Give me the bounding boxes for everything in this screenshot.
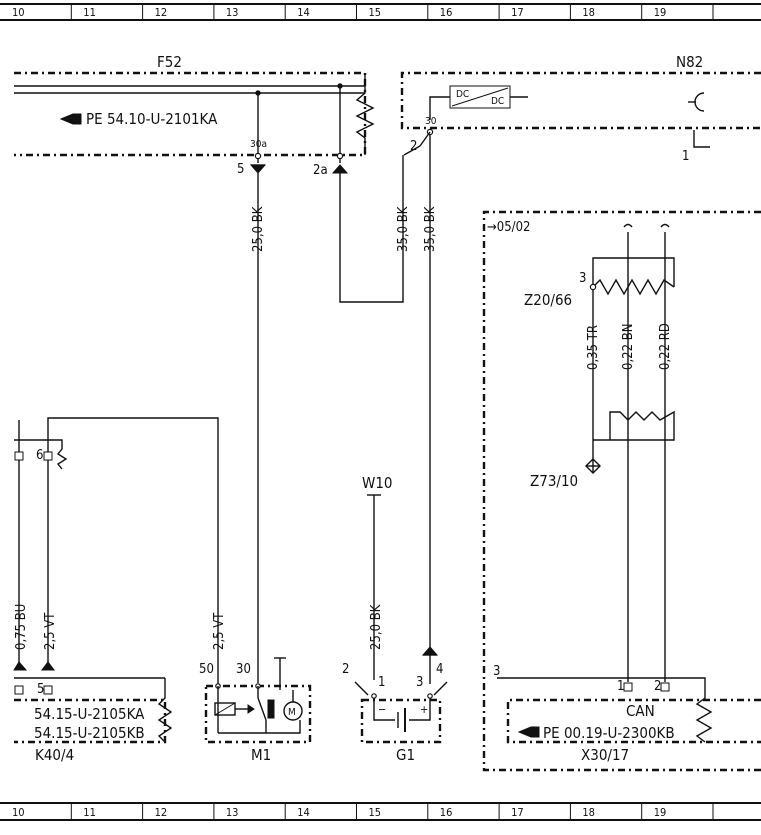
grid-top-column-17: 17 [511, 6, 524, 19]
g1-pin-2: 2 [342, 662, 349, 677]
grid-bottom-column-14: 14 [297, 806, 310, 819]
x30-can-label: CAN [626, 702, 655, 720]
grid-ruler-top: 10 11 12 13 14 15 16 17 18 19 [0, 3, 761, 21]
grid-bottom-column-12: 12 [155, 806, 168, 819]
grid-bottom-column-19: 19 [654, 806, 667, 819]
area-reference: →05/02 [487, 220, 531, 235]
n82-label: N82 [676, 53, 703, 71]
grid-top-column-18: 18 [582, 6, 595, 19]
wire-label-k40-vt: 2,5 VT [43, 612, 58, 650]
g1-battery: 2 1 3 4 − + G1 [342, 662, 448, 764]
grid-top-column-19: 19 [654, 6, 667, 19]
x30-pin-2: 2 [654, 679, 661, 694]
m1-pin-30: 30 [236, 662, 251, 677]
grid-top-column-15: 15 [369, 6, 382, 19]
x30-pin-1: 1 [617, 679, 624, 694]
f52-label: F52 [157, 53, 182, 71]
wire-label-can-bn: 0,22 BN [621, 323, 636, 370]
grid-top-column-11: 11 [83, 6, 96, 19]
k40-pin-5: 5 [37, 682, 44, 697]
g1-pin-4: 4 [436, 662, 443, 677]
w10-ground: W10 25,0 BK [362, 474, 393, 680]
k40-label: K40/4 [35, 746, 74, 764]
grid-bottom-column-13: 13 [226, 806, 239, 819]
g1-label: G1 [396, 746, 415, 764]
wire-label-can-tr: 0,35 TR [586, 325, 601, 370]
x30-connector: 3 1 2 CAN PE 00.19-U-2300KB X30/17 [493, 664, 761, 764]
motor-icon: M [288, 707, 296, 718]
dc-in-label: DC [456, 89, 469, 100]
g1-pin-3: 3 [416, 675, 423, 690]
w10-label: W10 [362, 474, 393, 492]
k40-reference-2: 54.15-U-2105KB [34, 724, 145, 742]
grid-top-column-13: 13 [226, 6, 239, 19]
k40-relay-box: 5 54.15-U-2105KA 54.15-U-2105KB K40/4 [14, 677, 173, 764]
x30-label: X30/17 [581, 746, 629, 764]
m1-starter: 50 30 M M1 [199, 657, 312, 764]
grid-top-column-14: 14 [297, 6, 310, 19]
grid-top-column-10: 10 [12, 6, 25, 19]
grid-top-column-12: 12 [155, 6, 168, 19]
grid-bottom-column-11: 11 [83, 806, 96, 819]
g1-pin-1: 1 [378, 675, 385, 690]
k40-reference-1: 54.15-U-2105KA [34, 705, 145, 723]
z73-label: Z73/10 [530, 472, 578, 490]
grid-bottom-column-18: 18 [582, 806, 595, 819]
grid-bottom-column-17: 17 [511, 806, 524, 819]
x30-pin-3: 3 [493, 664, 500, 679]
wire-label-f52-m1: 25,0 BK [251, 206, 266, 252]
f52-pin-2a: 2a [313, 163, 328, 178]
n82-pin-30: 30 [425, 116, 437, 127]
grid-bottom-column-16: 16 [440, 806, 453, 819]
f52-fuse-box: F52 PE 54.10-U-2101KA 30a 5 2a [14, 53, 375, 178]
wire-label-n82-g1: 35,0 BK [423, 206, 438, 252]
g1-minus: − [378, 703, 386, 716]
grid-bottom-column-15: 15 [369, 806, 382, 819]
wire-label-k40-m1: 2,5 VT [212, 612, 227, 650]
k40-pin-6: 6 [36, 448, 43, 463]
g1-plus: + [420, 703, 428, 716]
dc-out-label: DC [491, 96, 504, 107]
wire-label-w10-g1: 25,0 BK [369, 604, 384, 650]
wire-label-k40-left: 0,75 BU [14, 604, 29, 650]
n82-pin-2: 2 [410, 139, 417, 154]
grid-top-column-16: 16 [440, 6, 453, 19]
z20-label: Z20/66 [524, 291, 572, 309]
f52-pin-5: 5 [237, 162, 244, 177]
z20-pin-3: 3 [579, 271, 586, 286]
n82-pin-1: 1 [682, 149, 689, 164]
m1-label: M1 [251, 746, 271, 764]
pointing-hand-icon [59, 113, 82, 125]
grid-bottom-column-10: 10 [12, 806, 25, 819]
f52-reference: PE 54.10-U-2101KA [86, 110, 218, 128]
wire-label-f52-g1: 35,0 BK [396, 206, 411, 252]
can-area-box: →05/02 [482, 210, 761, 772]
x30-reference: PE 00.19-U-2300KB [543, 724, 675, 742]
grid-ruler-bottom: 10 11 12 13 14 15 16 17 18 19 [0, 802, 761, 821]
wire-label-can-rd: 0,22 RD [658, 323, 673, 370]
m1-pin-50: 50 [199, 662, 214, 677]
n82-box: N82 DC DC 30 1 [400, 53, 761, 164]
